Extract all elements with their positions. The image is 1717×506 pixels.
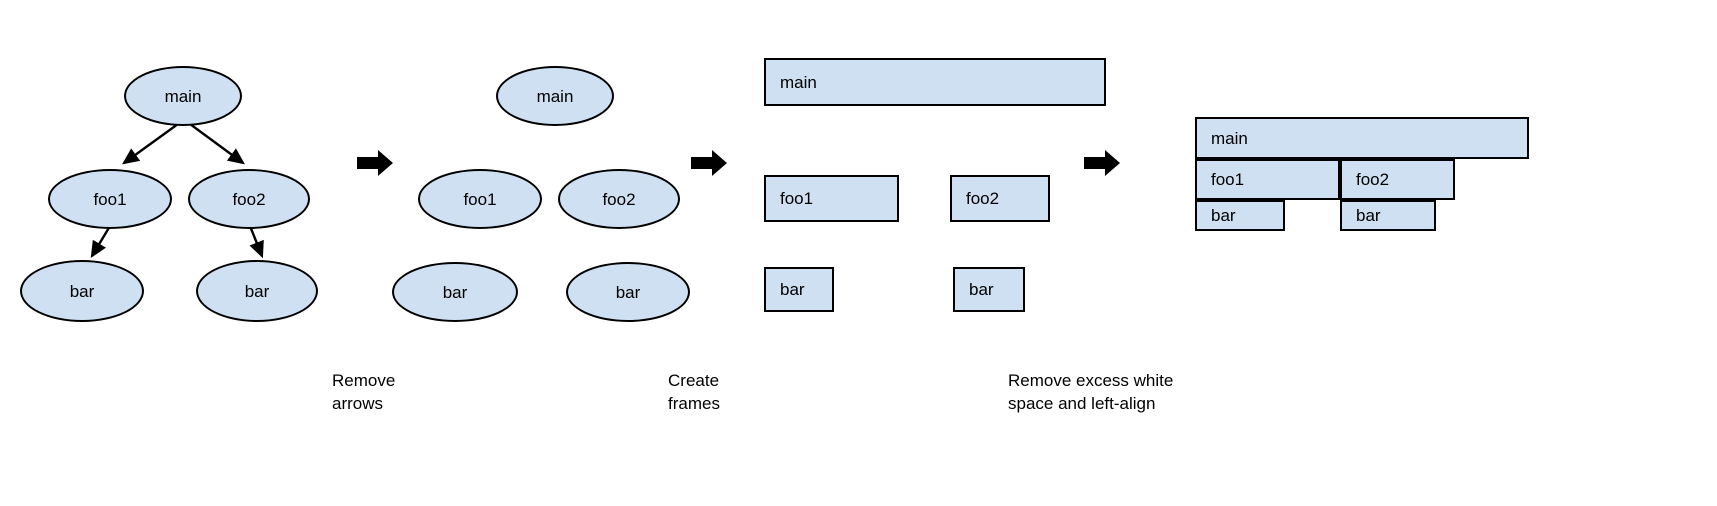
caption-remove-whitespace: Remove excess white space and left-align [1008, 371, 1174, 413]
edge-foo1-bar [90, 225, 112, 259]
node-main[interactable]: main [496, 66, 614, 126]
step-arrow-remove-arrows [357, 150, 393, 176]
node-main[interactable]: main [124, 66, 242, 126]
node-foo2[interactable]: foo2 [558, 169, 680, 229]
step-arrow-create-frames [691, 150, 727, 176]
frame-bar-right[interactable]: bar [953, 267, 1025, 312]
node-bar-left[interactable]: bar [392, 262, 518, 322]
flame-frame-foo1[interactable]: foo1 [1195, 159, 1340, 200]
node-foo2[interactable]: foo2 [188, 169, 310, 229]
edge-foo2-bar [248, 225, 264, 259]
node-foo1[interactable]: foo1 [48, 169, 172, 229]
flame-frame-bar-right[interactable]: bar [1340, 200, 1436, 231]
node-foo1[interactable]: foo1 [418, 169, 542, 229]
frame-main[interactable]: main [764, 58, 1106, 106]
frame-foo1[interactable]: foo1 [764, 175, 899, 222]
frame-foo2[interactable]: foo2 [950, 175, 1050, 222]
flame-frame-main[interactable]: main [1195, 117, 1529, 159]
node-bar-left[interactable]: bar [20, 260, 144, 322]
caption-remove-arrows: Remove arrows [332, 371, 396, 413]
frame-bar-left[interactable]: bar [764, 267, 834, 312]
node-bar-right[interactable]: bar [566, 262, 690, 322]
flame-frame-foo2[interactable]: foo2 [1340, 159, 1455, 200]
caption-create-frames: Create frames [668, 371, 720, 413]
flame-frame-bar-left[interactable]: bar [1195, 200, 1285, 231]
edge-main-foo2 [189, 123, 245, 165]
node-bar-right[interactable]: bar [196, 260, 318, 322]
step-arrow-remove-whitespace [1084, 150, 1120, 176]
edge-main-foo1 [122, 123, 179, 165]
